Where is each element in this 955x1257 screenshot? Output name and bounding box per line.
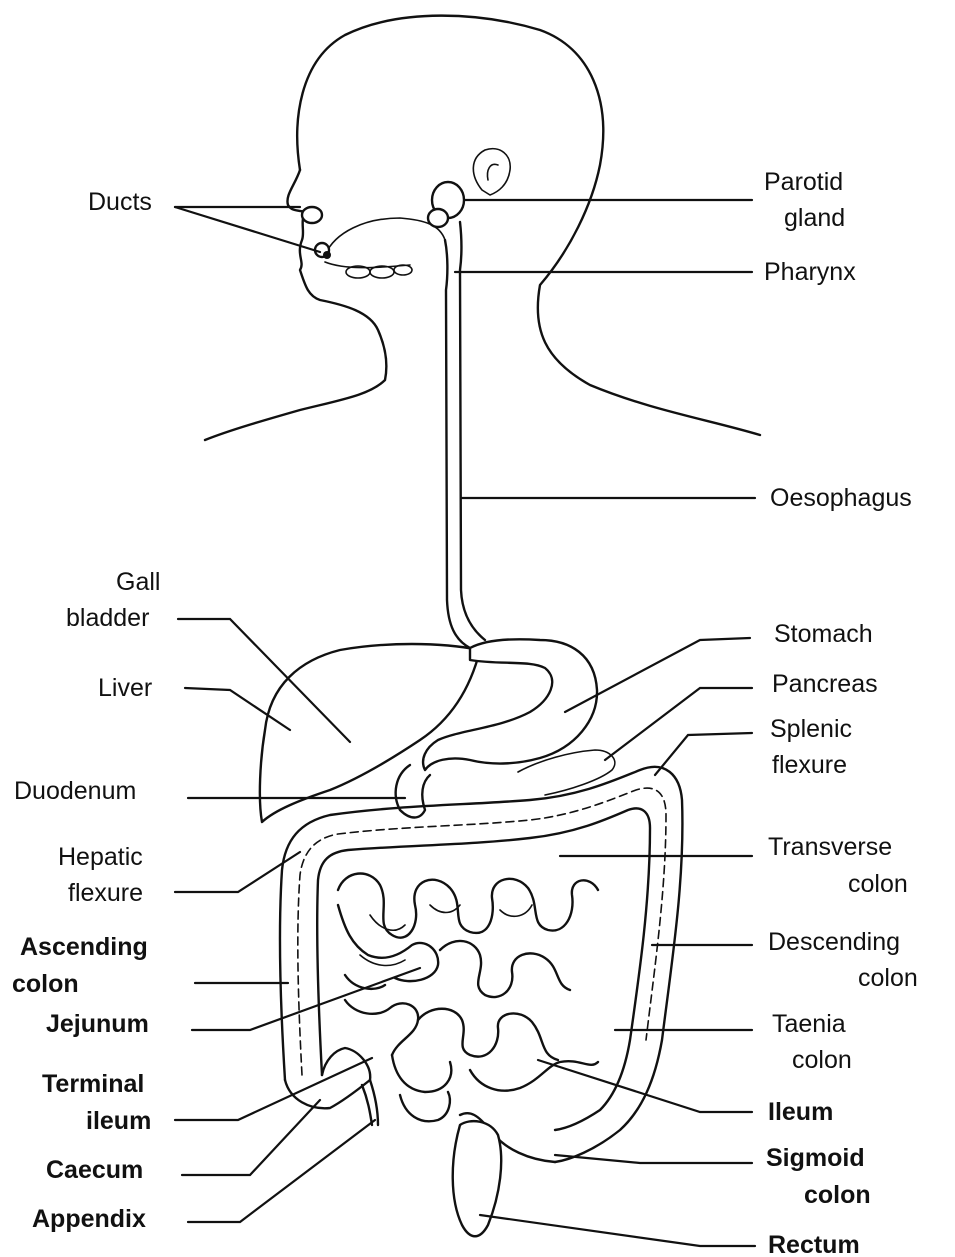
leader-lines [175, 200, 755, 1246]
labels: Ducts Parotid gland Pharynx Oesophagus G… [12, 168, 918, 1257]
large-intestine [280, 767, 683, 1236]
label-transverse-colon: Transverse colon [768, 833, 908, 898]
head-outline [205, 16, 760, 440]
rectum-shape [453, 1121, 501, 1236]
mouth-cavity [302, 182, 464, 278]
small-intestine-coils [338, 874, 598, 1122]
label-hepatic-flexure: Hepatic flexure [58, 843, 150, 907]
label-gall-bladder: Gall bladder [66, 568, 167, 632]
label-liver: Liver [98, 674, 152, 702]
label-ducts: Ducts [88, 188, 152, 216]
label-parotid-gland: Parotid gland [764, 168, 850, 232]
label-oesophagus: Oesophagus [770, 484, 912, 512]
label-terminal-ileum: Terminal ileum [42, 1070, 151, 1135]
label-descending-colon: Descending colon [768, 928, 918, 992]
label-duodenum: Duodenum [14, 777, 136, 805]
label-ascending-colon: Ascending colon [12, 933, 155, 998]
oesophagus-tube [445, 222, 485, 648]
label-appendix: Appendix [32, 1205, 146, 1233]
label-stomach: Stomach [774, 620, 873, 648]
label-splenic-flexure: Splenic flexure [770, 715, 859, 779]
label-sigmoid-colon: Sigmoid colon [766, 1144, 872, 1209]
label-caecum: Caecum [46, 1156, 143, 1184]
duodenum-shape [396, 765, 430, 818]
label-taenia-colon: Taenia colon [772, 1010, 853, 1074]
label-pharynx: Pharynx [764, 258, 856, 286]
label-rectum: Rectum [768, 1231, 860, 1257]
liver-shape [260, 644, 480, 822]
label-jejunum: Jejunum [46, 1010, 149, 1038]
label-pancreas: Pancreas [772, 670, 878, 698]
label-ileum: Ileum [768, 1098, 833, 1126]
